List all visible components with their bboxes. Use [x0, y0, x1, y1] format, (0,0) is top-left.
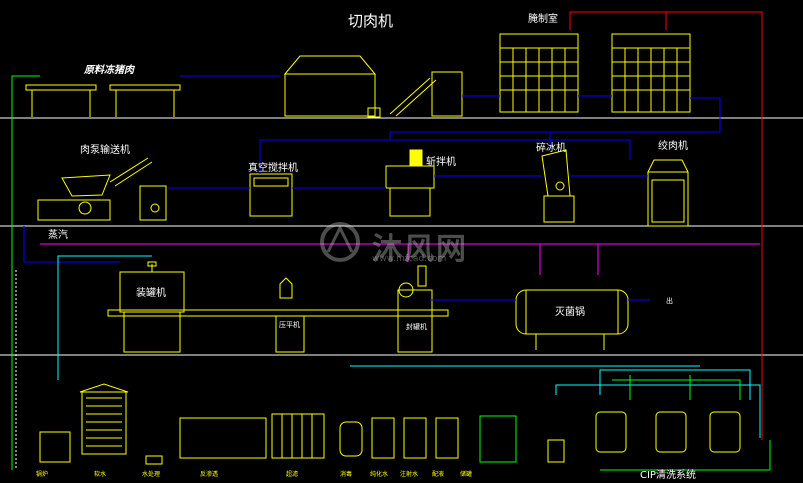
hopper — [431, 71, 463, 117]
can-conveyor — [107, 309, 449, 317]
bottom-label: 反渗透 — [200, 471, 219, 478]
pump-hopper — [61, 174, 111, 197]
sterilizer — [515, 289, 629, 335]
bottom-label: 水处理 — [142, 471, 161, 478]
chopper-bowl — [385, 165, 435, 189]
screw-conveyor — [109, 157, 149, 183]
label-chopper: 斩拌机 — [426, 157, 456, 168]
watermark-url: www.mfcad.com — [372, 254, 447, 264]
bottom-label: 储罐 — [460, 471, 473, 478]
label-outlet: 出 — [666, 297, 673, 305]
thaw-machine-body — [284, 73, 376, 117]
label-curing-room: 腌制室 — [528, 14, 558, 25]
cyan-pipe — [57, 255, 152, 355]
water-treatment — [179, 417, 267, 459]
bottom-label: 纯化水 — [370, 471, 389, 478]
label-vacuum-tumbler: 真空搅拌机 — [248, 163, 298, 174]
bottom-label: 软水 — [94, 471, 107, 478]
watermark-text: 沐风网 — [372, 232, 468, 267]
ice-crusher — [541, 149, 571, 197]
cip-tank-1 — [595, 411, 627, 453]
cip-tank-3 — [709, 411, 741, 453]
raw-meat-table-2 — [109, 84, 181, 91]
label-can-filler: 装罐机 — [136, 288, 166, 299]
incline-conveyor — [389, 77, 431, 115]
sealer — [397, 289, 433, 353]
thaw-machine-top — [283, 55, 377, 75]
bottom-label: 注射水 — [400, 471, 419, 478]
boiler — [39, 431, 71, 463]
tower-lines — [86, 397, 313, 458]
pump-wheel — [78, 201, 92, 215]
label-ice-crusher: 碎冰机 — [536, 143, 566, 154]
filter-2 — [403, 417, 427, 459]
label-flattener: 压平机 — [279, 321, 300, 329]
bottom-label: 锅炉 — [36, 471, 49, 478]
label-sterilizer: 灭菌锅 — [555, 307, 585, 318]
pump-base — [37, 199, 111, 221]
filter-1 — [371, 417, 395, 459]
cabinet — [479, 415, 517, 463]
curing-shelves — [500, 47, 690, 112]
label-raw-meat: 原料冻猪肉 — [84, 65, 134, 76]
label-grinder: 绞肉机 — [658, 141, 688, 152]
drawing-title: 切肉机 — [348, 12, 394, 30]
flattener — [275, 315, 305, 353]
green-pipe — [11, 75, 40, 470]
bottom-label: 超滤 — [286, 471, 299, 478]
vacuum-tumbler — [249, 173, 293, 217]
pipes — [11, 11, 771, 471]
cip-tank-2 — [655, 411, 687, 453]
filter-3 — [435, 417, 459, 459]
label-sealer: 封罐机 — [406, 323, 427, 331]
bottom-label: 消毒 — [340, 471, 353, 478]
uv-tank — [339, 421, 363, 457]
level2-equipment — [37, 149, 689, 227]
label-cip: CIP清洗系统 — [640, 470, 696, 481]
level1-equipment — [25, 33, 691, 118]
label-steam: 蒸汽 — [48, 230, 68, 241]
level4-equipment — [39, 383, 741, 465]
label-meat-conveyor: 肉泵输送机 — [80, 145, 130, 156]
raw-meat-table-1 — [25, 84, 97, 91]
blue-pipe-return — [389, 97, 721, 140]
bottom-label: 配液 — [432, 471, 445, 478]
ro-unit — [271, 413, 325, 459]
chopper-base — [389, 187, 431, 217]
water-tower — [81, 391, 127, 455]
level3-equipment — [107, 261, 629, 353]
